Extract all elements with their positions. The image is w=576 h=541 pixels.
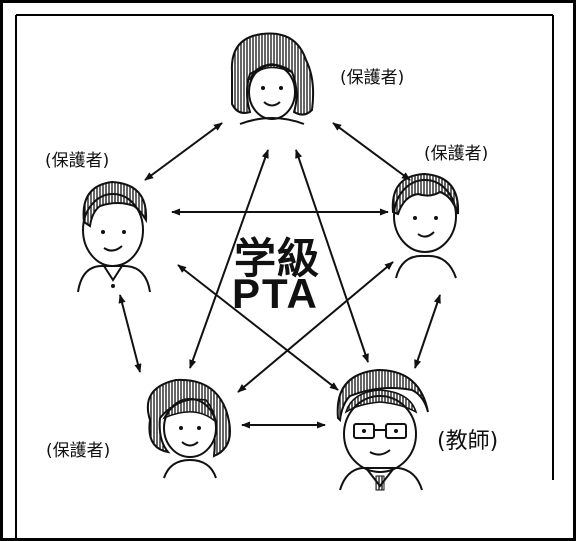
center-subtitle: PTA bbox=[232, 270, 319, 317]
parent-right-figure bbox=[391, 172, 460, 279]
arrow-top-right bbox=[332, 122, 411, 181]
parent-left-figure bbox=[77, 180, 151, 293]
role-label-right: (保護者) bbox=[424, 144, 489, 164]
arrow-right-bottomleft bbox=[237, 261, 394, 393]
role-label-teacher: (教師) bbox=[437, 429, 499, 454]
arrow-right-bottomright bbox=[414, 294, 441, 369]
arrow-left-bottomleft bbox=[118, 294, 142, 373]
parent-bottomleft-figure bbox=[146, 378, 231, 479]
arrow-top-bottomleft bbox=[189, 149, 269, 369]
center-title: 学級 bbox=[234, 234, 321, 283]
arrow-top-left bbox=[144, 122, 223, 181]
teacher-figure bbox=[336, 368, 429, 491]
parent-top-figure bbox=[230, 32, 315, 125]
connection-arrows bbox=[118, 122, 441, 429]
role-label-left: (保護者) bbox=[45, 151, 110, 171]
role-label-bottomleft: (保護者) bbox=[46, 441, 111, 461]
role-label-top: (保護者) bbox=[340, 68, 405, 88]
